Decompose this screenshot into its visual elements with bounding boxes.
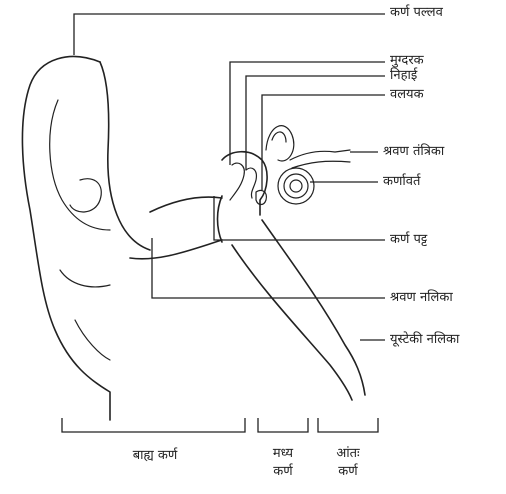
eardrum-leader [214,196,385,240]
concha-fold [70,179,101,212]
label-incus: निहाई [390,68,417,84]
tragus-fold [60,270,110,287]
eardrum-shape [218,196,223,242]
lobe-inner [75,320,110,360]
label-ear-canal: श्रवण नलिका [390,290,453,306]
canal-leader [152,238,385,298]
section-outer-ear: बाह्य कर्ण [115,448,195,464]
outer-ear-bracket [62,418,245,432]
incus-leader [246,76,385,170]
pinna-leader [74,14,385,55]
ear-canal-top [150,197,222,212]
section-middle-ear-line2: कर्ण [258,464,308,480]
semicircular-canals [266,126,294,161]
middle-ear-cavity [222,152,267,215]
section-inner-ear-line1: आंतः [318,446,378,462]
label-cochlea: कर्णावर्त [383,174,420,190]
pinna-outer-back [100,62,150,250]
stapes-leader [262,95,385,190]
incus-shape [246,168,256,198]
auditory-nerve-shape [290,150,350,168]
section-inner-ear-line2: कर्ण [318,464,378,480]
section-middle-ear-line1: मध्य [258,446,308,462]
label-auditory-nerve: श्रवण तंत्रिका [383,144,444,160]
label-eustachian-tube: यूस्टेकी नलिका [390,332,459,348]
ear-canal-bottom [130,240,222,259]
label-eardrum: कर्ण पट्ट [390,232,427,248]
label-pinna: कर्ण पल्लव [390,5,443,21]
label-malleus: मुग्दरक [390,53,424,69]
pinna-outline [22,57,110,420]
label-stapes: वलयक [390,87,424,103]
inner-ear-bracket [318,418,378,432]
eustachian-tube-top [262,220,365,395]
antihelix [50,100,110,230]
malleus-shape [230,163,244,200]
eustachian-tube-bottom [232,245,352,400]
malleus-leader [230,62,385,165]
middle-ear-bracket [258,418,308,432]
cochlea-spiral [278,168,314,204]
